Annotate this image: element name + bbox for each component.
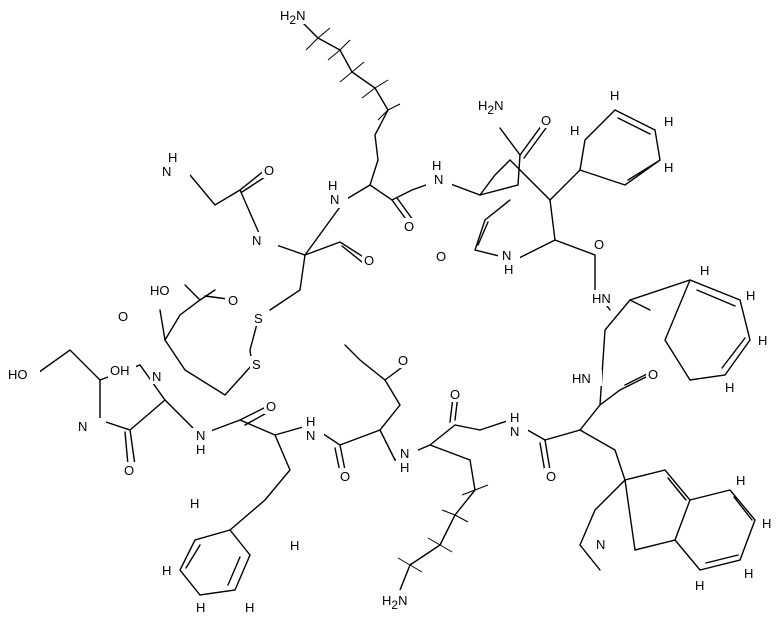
atom-oh-thr: O [398, 353, 408, 368]
atom-h-7: H [510, 410, 519, 425]
atom-n-mid: N [152, 369, 161, 384]
h-ring-1: H [610, 88, 619, 103]
atom-h-2: H [432, 158, 441, 173]
atom-n-gly: N [162, 164, 171, 179]
atom-hn-cys: N [252, 233, 261, 248]
atom-n-3: N [502, 248, 511, 263]
atom-o-asn2: O [436, 249, 446, 264]
atom-o-lys2: O [450, 387, 460, 402]
h-ring-7: H [725, 380, 734, 395]
h-ring-8: H [700, 263, 709, 278]
atom-n-1: N [330, 192, 339, 207]
atom-o-phe2: O [266, 399, 276, 414]
h-ring-16: H [245, 600, 254, 615]
h-ring-6: H [758, 333, 767, 348]
atom-s-1: S [254, 311, 263, 326]
aliphatic-hydrogens [305, 27, 489, 573]
atom-nh2-asn: H2N [478, 98, 503, 117]
h-ring-4: H [570, 123, 579, 138]
atom-o-asp2: O [118, 309, 128, 324]
atom-o-asp: O [228, 293, 238, 308]
atom-oh-mid: OH [110, 363, 130, 378]
ring-hydrogens: H H H H H H H H H H H H H H H H H [162, 88, 771, 615]
h-ring-5: H [746, 288, 755, 303]
h-ring-2: H [664, 114, 673, 129]
h-ring-9: H [736, 473, 745, 488]
atom-n-5: N [306, 428, 315, 443]
atom-s-2: S [252, 357, 261, 372]
h-ring-15: H [196, 600, 205, 615]
atom-nh2-top: H2N [280, 8, 305, 27]
atom-o-lys: O [404, 219, 414, 234]
atom-n-2: N [434, 172, 443, 187]
h-ring-14: H [162, 563, 171, 578]
h-ring-3: H [664, 160, 673, 175]
h-ring-10: H [762, 516, 771, 531]
h-ring-13: H [190, 496, 199, 511]
atom-h-6: H [400, 460, 409, 475]
atom-h-gly: H [168, 150, 177, 165]
atom-h-5: H [306, 414, 315, 429]
h-ring-12: H [695, 578, 704, 593]
atom-n-6: N [400, 446, 409, 461]
atom-o-asn: O [541, 113, 551, 128]
h-ring-11: H [744, 566, 753, 581]
atom-h-3: H [504, 262, 513, 277]
atom-n-indole: N [596, 537, 605, 552]
atom-hn-trp: HN [572, 371, 591, 386]
atom-n-4: N [196, 428, 205, 443]
atom-ho-asp: HO [150, 283, 170, 298]
atom-labels: H2N H2N O H N O H N H N O N O N H O O HN [6, 6, 660, 612]
atom-o-ser: O [124, 463, 134, 478]
atom-h-4: H [196, 442, 205, 457]
atom-hn-phe: HN [592, 291, 611, 306]
atom-o-thr: O [340, 469, 350, 484]
atom-o-trp: O [546, 469, 556, 484]
h-ring-17: H [290, 538, 299, 553]
atom-nh2-bottom: H2N [382, 593, 407, 612]
atom-o-cys: O [364, 253, 374, 268]
atom-o-gly: O [264, 163, 274, 178]
atom-o-phe3: O [648, 367, 658, 382]
atom-ho-ser: HO [8, 367, 28, 382]
atom-n-ser: N [78, 419, 87, 434]
atom-n-7: N [510, 424, 519, 439]
atom-h-1: H [328, 178, 337, 193]
atom-o-phe1: O [594, 237, 604, 252]
